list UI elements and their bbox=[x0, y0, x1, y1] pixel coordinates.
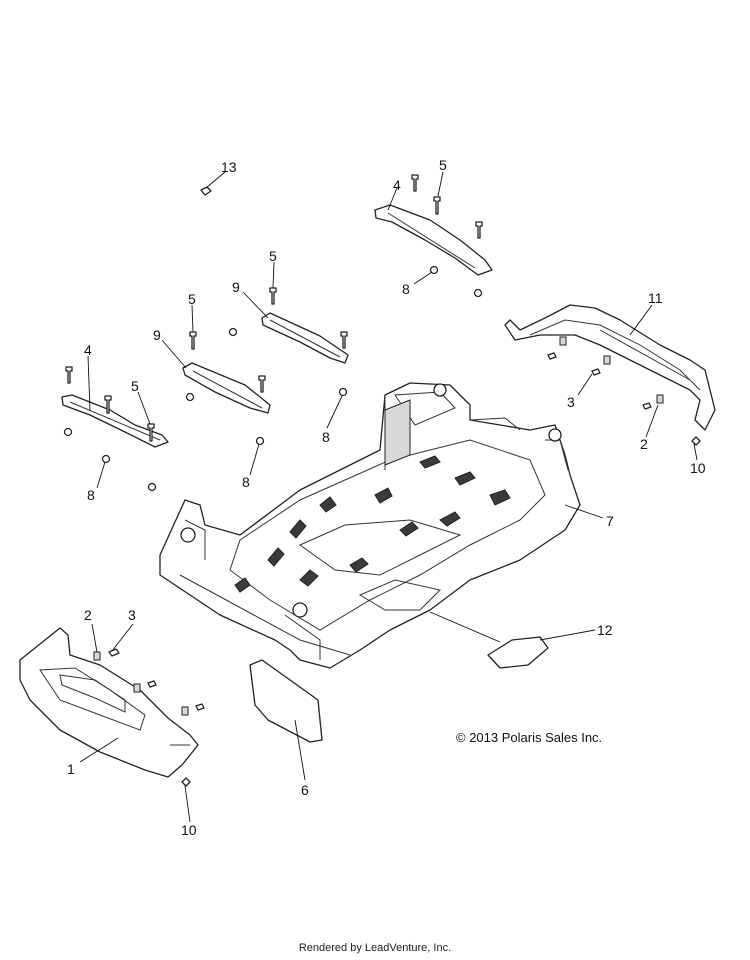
rail-4-upper bbox=[374, 204, 493, 276]
callout-9-a: 9 bbox=[232, 279, 240, 295]
callout-8-c: 8 bbox=[242, 474, 250, 490]
callout-labels: 13 5 4 8 5 9 5 9 4 5 8 8 8 11 3 2 10 7 1… bbox=[67, 157, 706, 838]
rail-4-left bbox=[61, 394, 169, 448]
panel-6 bbox=[249, 659, 323, 743]
callout-7: 7 bbox=[606, 513, 614, 529]
bar-9-lower bbox=[182, 362, 271, 414]
callout-4-b: 4 bbox=[84, 342, 92, 358]
callout-3-a: 3 bbox=[567, 394, 575, 410]
callout-11: 11 bbox=[648, 290, 663, 306]
callout-4-a: 4 bbox=[393, 177, 401, 193]
callout-1: 1 bbox=[67, 761, 75, 777]
callout-5-c: 5 bbox=[188, 291, 196, 307]
fasteners bbox=[63, 174, 701, 787]
callout-2-a: 2 bbox=[640, 436, 648, 452]
callout-8-b: 8 bbox=[87, 487, 95, 503]
callout-8-d: 8 bbox=[322, 429, 330, 445]
rendered-by-footer: Rendered by LeadVenture, Inc. bbox=[298, 942, 452, 954]
callout-5-b: 5 bbox=[269, 248, 277, 264]
callout-13: 13 bbox=[221, 159, 237, 175]
callout-5-a: 5 bbox=[439, 157, 447, 173]
callout-5-d: 5 bbox=[131, 378, 139, 394]
cargo-box bbox=[159, 382, 581, 669]
pad-12 bbox=[487, 636, 549, 669]
callout-10-a: 10 bbox=[690, 460, 706, 476]
callout-6: 6 bbox=[301, 782, 309, 798]
callout-2-b: 2 bbox=[84, 607, 92, 623]
leader-lines bbox=[79, 171, 698, 823]
callout-8-a: 8 bbox=[402, 281, 410, 297]
callout-10-b: 10 bbox=[181, 822, 197, 838]
callout-12: 12 bbox=[597, 622, 613, 638]
rail-11 bbox=[504, 304, 716, 431]
bumper-1 bbox=[19, 627, 199, 778]
copyright-notice: © 2013 Polaris Sales Inc. bbox=[456, 730, 603, 745]
bar-9-upper bbox=[261, 312, 349, 364]
callout-9-b: 9 bbox=[153, 327, 161, 343]
callout-3-b: 3 bbox=[128, 607, 136, 623]
